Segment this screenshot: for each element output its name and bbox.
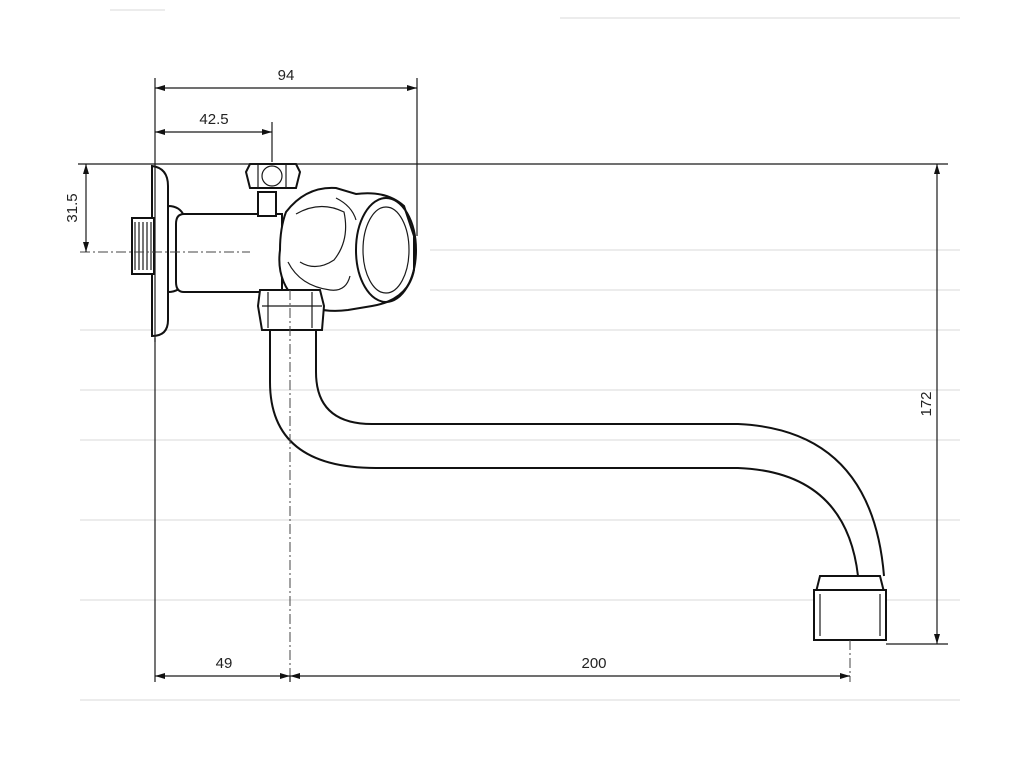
dim-label-handle-offset: 42.5 (199, 111, 228, 128)
dimension-lines (83, 85, 940, 679)
dim-label-wall-to-spout: 49 (216, 655, 233, 672)
extension-lines (78, 78, 948, 682)
spout-tube-inner (315, 330, 885, 577)
center-lines (80, 251, 851, 682)
main-body (175, 213, 283, 293)
faucet-outline (131, 163, 887, 641)
aerator (813, 575, 887, 641)
dim-label-total-height: 172 (918, 391, 935, 416)
dim-label-inlet-height: 31.5 (64, 193, 81, 222)
spout-tube (269, 330, 859, 577)
dim-label-overall-depth: 94 (278, 67, 295, 84)
spout-nut (256, 289, 326, 331)
handle-knob (278, 186, 417, 312)
dim-label-spout-reach: 200 (581, 655, 606, 672)
top-nut (244, 163, 302, 217)
wall-flange (151, 164, 169, 338)
thread-lines (134, 222, 152, 270)
